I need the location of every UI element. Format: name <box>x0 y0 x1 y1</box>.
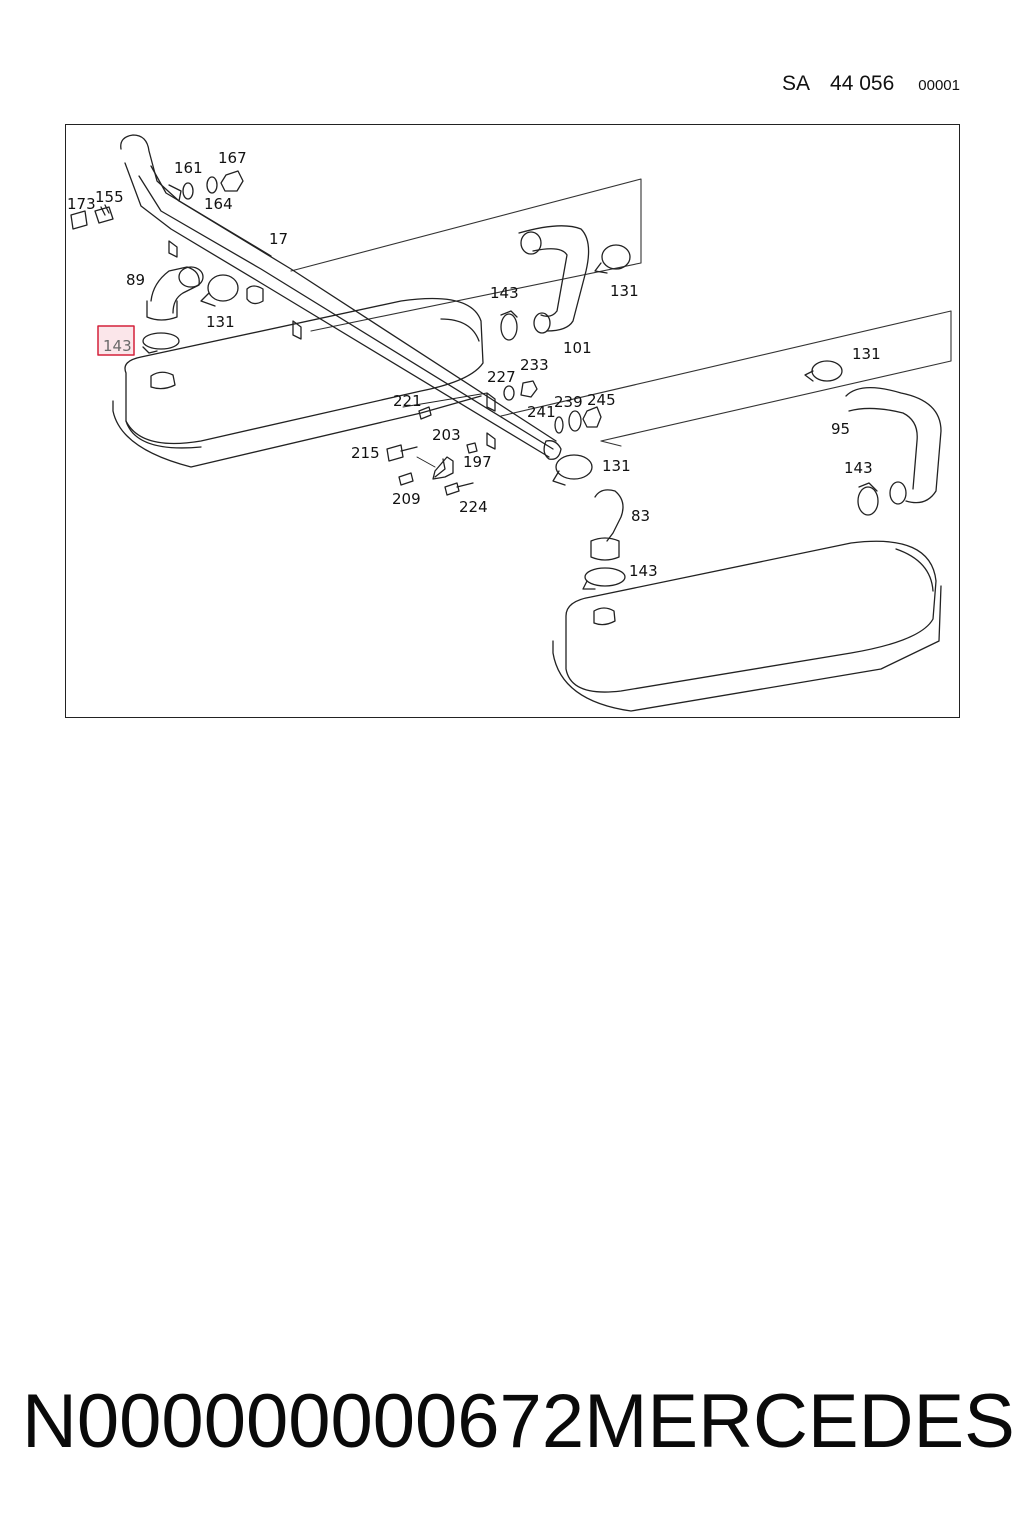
callout-164: 164 <box>204 195 233 213</box>
sheet-code: 00001 <box>918 77 960 94</box>
parts-diagram-frame: 143 173 155 161 167 164 17 89 131 143 13… <box>65 124 960 718</box>
main-pipe <box>120 134 562 460</box>
callout-245: 245 <box>587 391 616 409</box>
callout-143-right: 143 <box>844 459 873 477</box>
callout-143-upper: 143 <box>490 284 519 302</box>
hose-95 <box>804 360 942 516</box>
callout-131-lower: 131 <box>602 457 631 475</box>
diagram-prefix: SA <box>782 72 811 95</box>
callout-239: 239 <box>554 393 583 411</box>
footer-caption: N000000000672 MERCEDES <box>22 1378 1015 1465</box>
callout-101: 101 <box>563 339 592 357</box>
hose-101 <box>500 225 631 341</box>
callout-161: 161 <box>174 159 203 177</box>
callout-197: 197 <box>463 453 492 471</box>
right-silencer <box>552 540 942 712</box>
fittings-top-left <box>70 170 244 230</box>
exhaust-system-diagram: 143 173 155 161 167 164 17 89 131 143 13… <box>67 134 952 712</box>
callout-131-right: 131 <box>852 345 881 363</box>
callout-203: 203 <box>432 426 461 444</box>
callout-233: 233 <box>520 356 549 374</box>
callout-209: 209 <box>392 490 421 508</box>
callout-17: 17 <box>269 230 288 248</box>
left-silencer <box>112 297 484 468</box>
callout-227: 227 <box>487 368 516 386</box>
brand-name: MERCEDES <box>584 1379 1015 1464</box>
callout-83: 83 <box>631 507 650 525</box>
callout-89: 89 <box>126 271 145 289</box>
callout-167: 167 <box>218 149 247 167</box>
elbow-83 <box>552 454 626 590</box>
callout-131-left: 131 <box>206 313 235 331</box>
highlighted-callout-box <box>97 325 135 356</box>
callout-215: 215 <box>351 444 380 462</box>
callout-143-lower: 143 <box>629 562 658 580</box>
callout-224: 224 <box>459 498 488 516</box>
callout-221: 221 <box>393 392 422 410</box>
clamp-143-left <box>142 332 180 354</box>
background-panels <box>290 178 952 447</box>
leader-lines <box>402 392 488 468</box>
callout-labels: 143 173 155 161 167 164 17 89 131 143 13… <box>67 149 881 580</box>
hardware-center <box>386 380 602 496</box>
diagram-number: 44 056 <box>830 72 895 95</box>
elbow-89 <box>146 266 239 321</box>
callout-173: 173 <box>67 195 96 213</box>
callout-143-highlighted: 143 <box>103 337 132 355</box>
callout-95: 95 <box>831 420 850 438</box>
callout-155: 155 <box>95 188 124 206</box>
callout-131-upper: 131 <box>610 282 639 300</box>
part-number: N000000000672 <box>22 1379 585 1464</box>
callout-241: 241 <box>527 403 556 421</box>
diagram-header: SA 44 056 00001 <box>782 72 960 96</box>
